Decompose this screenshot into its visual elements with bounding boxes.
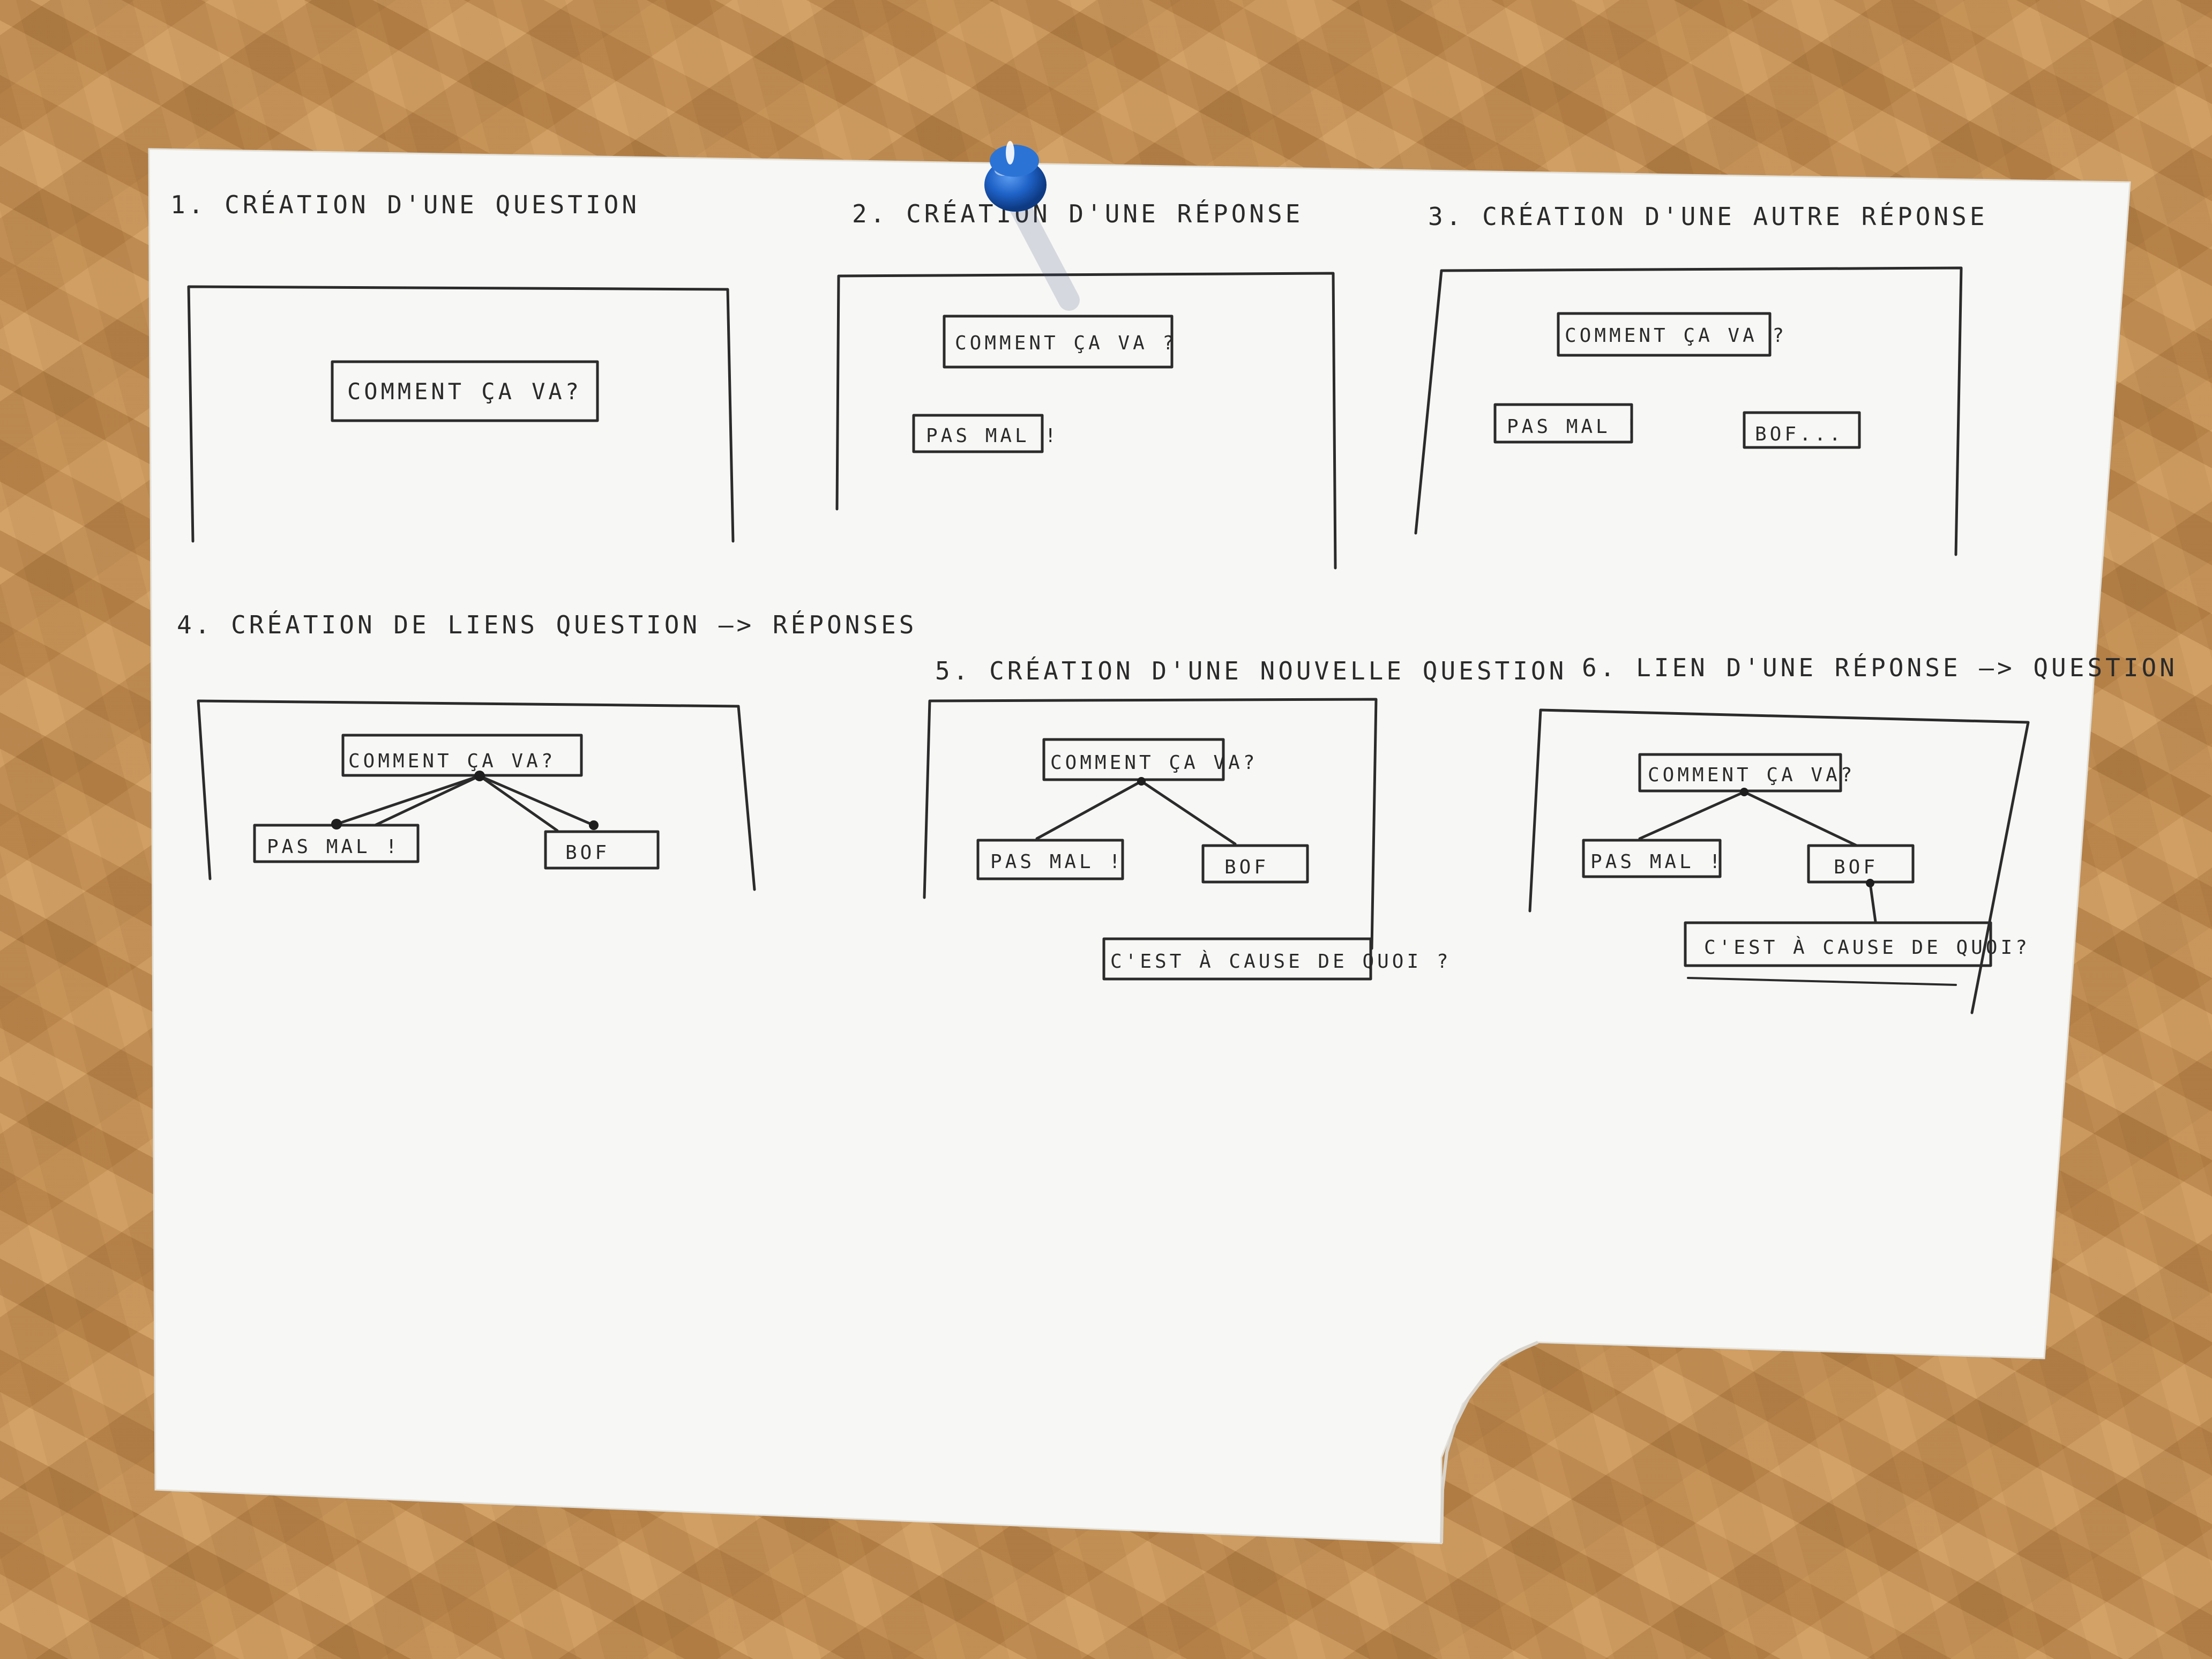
step-4-anchor-question bbox=[474, 771, 485, 781]
step-4-anchor-answer-2 bbox=[589, 820, 599, 830]
step-5-node-new-question bbox=[1102, 937, 1372, 981]
step-6-title: 6. LIEN D'UNE RÉPONSE —> QUESTION bbox=[1582, 653, 2178, 682]
push-pin-icon bbox=[984, 141, 1080, 311]
step-6-node-question-label: COMMENT ÇA VA? bbox=[1648, 764, 1855, 786]
step-4-node-question bbox=[341, 734, 583, 777]
step-6-link-1 bbox=[1638, 790, 1746, 840]
step-2-title: 2. CRÉATION D'UNE RÉPONSE bbox=[852, 199, 1303, 228]
step-3-frame bbox=[1414, 266, 1963, 556]
step-6-node-answer-2 bbox=[1807, 844, 1915, 884]
step-4-link-1b bbox=[373, 774, 481, 827]
step-5-frame bbox=[923, 698, 1378, 950]
step-4-node-question-label: COMMENT ÇA VA? bbox=[348, 750, 556, 772]
step-1-node-question bbox=[331, 360, 599, 422]
step-6-anchor-question bbox=[1740, 788, 1748, 796]
step-5-node-question bbox=[1042, 738, 1225, 781]
step-3-node-answer-2 bbox=[1743, 411, 1861, 449]
step-5-anchor-question bbox=[1137, 777, 1146, 786]
step-1-node-question-label: COMMENT ÇA VA? bbox=[347, 378, 582, 405]
step-6-node-new-question bbox=[1684, 921, 1992, 967]
step-4-link-2 bbox=[478, 774, 595, 827]
step-6-anchor-answer-2 bbox=[1866, 879, 1874, 887]
step-5-title: 5. CRÉATION D'UNE NOUVELLE QUESTION bbox=[935, 656, 1567, 685]
step-5-node-answer-1-label: PAS MAL ! bbox=[990, 851, 1124, 873]
step-3-title: 3. CRÉATION D'UNE AUTRE RÉPONSE bbox=[1428, 202, 1988, 231]
step-4-link-1 bbox=[335, 774, 481, 826]
step-2-node-question bbox=[943, 315, 1174, 369]
step-5: 5. CRÉATION D'UNE NOUVELLE QUESTION COMM… bbox=[923, 656, 1567, 981]
step-2: 2. CRÉATION D'UNE RÉPONSE COMMENT ÇA VA … bbox=[835, 199, 1337, 570]
step-6-link-2 bbox=[1743, 790, 1858, 847]
paper-torn-edge bbox=[1440, 1341, 1539, 1544]
step-3-node-answer-1 bbox=[1493, 403, 1633, 444]
step-6-node-answer-2-label: BOF bbox=[1834, 856, 1878, 878]
step-2-node-question-label: COMMENT ÇA VA ? bbox=[955, 332, 1177, 354]
step-3-node-answer-1-label: PAS MAL ! bbox=[1507, 416, 1640, 438]
step-5-node-answer-2-label: BOF bbox=[1224, 856, 1269, 878]
step-2-node-answer-1-label: PAS MAL ! bbox=[926, 425, 1059, 447]
step-2-node-answer-1 bbox=[912, 414, 1044, 453]
step-3-node-answer-2-label: BOF... bbox=[1755, 423, 1844, 445]
step-3-node-question-label: COMMENT ÇA VA ? bbox=[1565, 325, 1787, 347]
step-5-node-question-label: COMMENT ÇA VA? bbox=[1050, 752, 1258, 774]
step-5-node-answer-2 bbox=[1201, 844, 1309, 884]
step-4-frame bbox=[197, 699, 756, 891]
step-4-node-answer-1-label: PAS MAL ! bbox=[267, 836, 400, 858]
step-2-frame bbox=[835, 272, 1337, 570]
step-4-node-answer-2 bbox=[544, 830, 660, 870]
step-5-link-1 bbox=[1035, 780, 1143, 840]
step-1-frame bbox=[187, 285, 735, 543]
step-3-node-question bbox=[1557, 312, 1772, 357]
step-5-link-2 bbox=[1140, 780, 1237, 846]
step-1-title: 1. CRÉATION D'UNE QUESTION bbox=[170, 190, 640, 219]
step-4-link-2b bbox=[478, 774, 559, 832]
step-4: 4. CRÉATION DE LIENS QUESTION —> RÉPONSE… bbox=[177, 610, 917, 891]
step-3: 3. CRÉATION D'UNE AUTRE RÉPONSE COMMENT … bbox=[1414, 202, 1988, 556]
step-4-title: 4. CRÉATION DE LIENS QUESTION —> RÉPONSE… bbox=[177, 610, 917, 639]
step-6-node-new-question-label: C'EST À CAUSE DE QUOI? bbox=[1704, 936, 2030, 959]
step-6-node-answer-1 bbox=[1582, 839, 1722, 878]
step-5-node-answer-1 bbox=[976, 839, 1124, 880]
step-4-node-answer-2-label: BOF bbox=[565, 842, 610, 864]
step-5-node-new-question-label: C'EST À CAUSE DE QUOI ? bbox=[1110, 950, 1452, 973]
step-1: 1. CRÉATION D'UNE QUESTION COMMENT ÇA VA… bbox=[170, 190, 735, 543]
step-6-node-answer-1-label: PAS MAL ! bbox=[1590, 851, 1724, 873]
step-6-underline bbox=[1687, 977, 1957, 986]
step-6-frame bbox=[1528, 708, 2030, 1014]
step-6: 6. LIEN D'UNE RÉPONSE —> QUESTION COMMEN… bbox=[1528, 653, 2178, 1014]
step-4-anchor-answer-1 bbox=[331, 819, 342, 829]
step-6-link-3 bbox=[1869, 881, 1877, 923]
